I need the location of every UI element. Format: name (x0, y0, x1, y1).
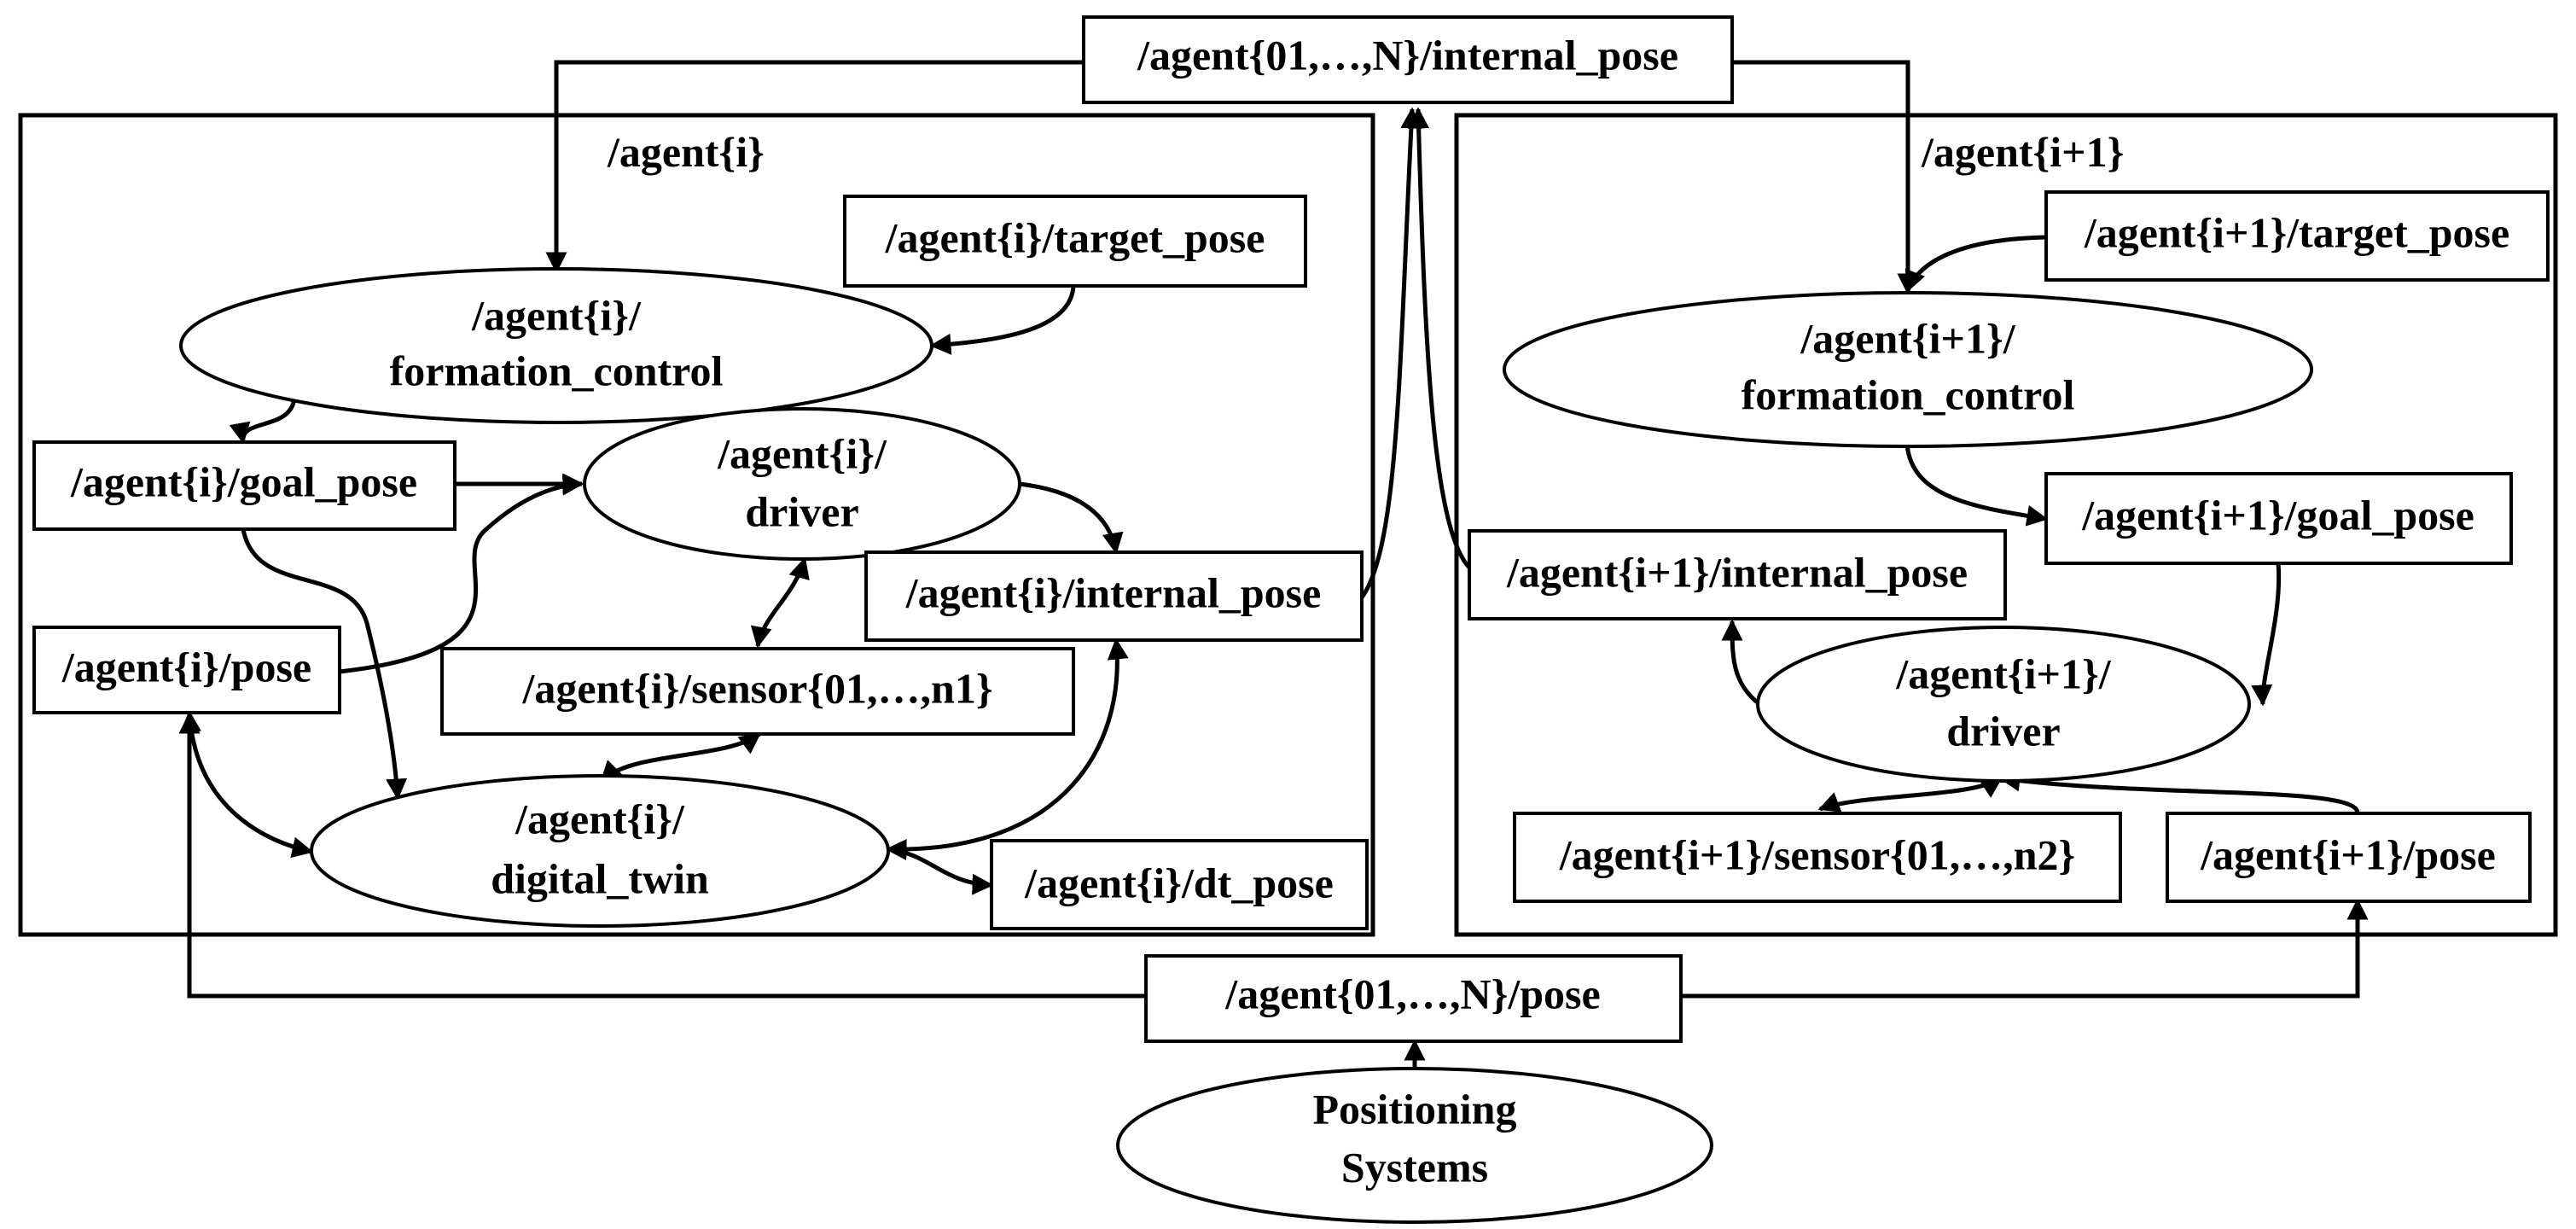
edge-fc-to-goal-i (229, 398, 297, 445)
agent-i-formation-control-line1: /agent{i}/ (471, 291, 642, 339)
edge-driver-sensor-i1 (1817, 776, 2003, 813)
agent-i1-pose-label: /agent{i+1}/pose (2200, 830, 2496, 878)
agent-i-group-label: /agent{i} (607, 128, 765, 176)
edge-sensor-dt-i (600, 731, 762, 783)
agent-i-driver-node: /agent{i}/ driver (583, 407, 1021, 561)
agent-i1-sensor-node: /agent{i+1}/sensor{01,…,n2} (1513, 812, 2122, 903)
agent-i-internal-pose-label: /agent{i}/internal_pose (905, 568, 1322, 616)
edge-target-to-fc-i1 (1904, 235, 2047, 293)
agent-i1-internal-pose-node: /agent{i+1}/internal_pose (1468, 529, 2007, 620)
agent-i-sensor-label: /agent{i}/sensor{01,…,n1} (521, 664, 992, 712)
agent-i1-goal-pose-label: /agent{i+1}/goal_pose (2081, 491, 2474, 539)
agent-i-target-pose-node: /agent{i}/target_pose (843, 195, 1307, 288)
agent-i1-sensor-label: /agent{i+1}/sensor{01,…,n2} (1559, 830, 2076, 878)
agent-i-digital-twin-line2: digital_twin (491, 854, 709, 902)
agent-i-driver-line2: driver (745, 487, 858, 535)
agent-i-target-pose-label: /agent{i}/target_pose (885, 213, 1265, 261)
agent-i1-frame (1454, 113, 2558, 937)
global-pose-node: /agent{01,…,N}/pose (1144, 954, 1683, 1043)
edge-global-pose-to-pose-i1 (1681, 898, 2369, 999)
agent-i-goal-pose-node: /agent{i}/goal_pose (32, 440, 456, 531)
edge-goal-to-dt-i (241, 528, 408, 801)
agent-i1-driver-node: /agent{i+1}/ driver (1756, 626, 2251, 783)
edges (178, 60, 2369, 1069)
agent-i1-driver-line1: /agent{i+1}/ (1895, 649, 2111, 697)
agent-i-pose-node: /agent{i}/pose (32, 626, 341, 714)
agent-i-goal-pose-label: /agent{i}/goal_pose (70, 457, 417, 505)
agent-i-formation-control-node: /agent{i}/ formation_control (179, 267, 933, 424)
positioning-systems-line1: Positioning (1313, 1085, 1517, 1133)
agent-i-frame (18, 113, 1375, 937)
positioning-systems-node: Positioning Systems (1116, 1067, 1713, 1224)
edge-driver-to-internal-i (1019, 481, 1124, 555)
agent-i-dt-pose-label: /agent{i}/dt_pose (1024, 859, 1334, 906)
global-internal-pose-label: /agent{01,…,N}/internal_pose (1137, 31, 1678, 79)
edge-global-internal-to-fc-i (545, 60, 1084, 274)
edge-global-internal-to-fc-i1 (1732, 60, 1919, 295)
edge-internal-i-to-global (1359, 107, 1422, 599)
edge-goal-to-driver-i1 (2251, 562, 2282, 707)
agent-i1-goal-pose-node: /agent{i+1}/goal_pose (2044, 472, 2513, 565)
edge-driver-sensor-i (750, 556, 810, 649)
agent-i1-target-pose-node: /agent{i+1}/target_pose (2044, 190, 2550, 282)
agent-i-dt-pose-node: /agent{i}/dt_pose (990, 839, 1369, 930)
agent-i-driver-line1: /agent{i}/ (717, 429, 887, 477)
edge-global-pose-to-pose-i (178, 712, 1146, 999)
agent-i-digital-twin-line1: /agent{i}/ (515, 795, 685, 842)
agent-i1-target-pose-label: /agent{i+1}/target_pose (2084, 208, 2509, 256)
edge-internal-i1-to-global (1408, 107, 1471, 569)
agent-i1-formation-control-node: /agent{i+1}/ formation_control (1503, 291, 2313, 448)
agent-i1-pose-node: /agent{i+1}/pose (2166, 812, 2532, 903)
edge-pose-dt-i (179, 710, 314, 859)
edge-driver-to-internal-i1 (1721, 619, 1761, 706)
edge-pose-to-driver-i (339, 474, 584, 674)
agent-i1-formation-control-line1: /agent{i+1}/ (1800, 314, 2015, 362)
agent-i1-group-label: /agent{i+1} (1921, 128, 2124, 176)
agent-i-sensor-node: /agent{i}/sensor{01,…,n1} (440, 647, 1075, 736)
global-internal-pose-node: /agent{01,…,N}/internal_pose (1082, 15, 1734, 104)
global-pose-label: /agent{01,…,N}/pose (1224, 970, 1600, 1017)
agent-i-formation-control-line2: formation_control (390, 347, 724, 394)
agent-i-pose-label: /agent{i}/pose (61, 643, 311, 690)
edge-dt-to-dtpose-i (887, 847, 994, 895)
agent-i-internal-pose-node: /agent{i}/internal_pose (864, 550, 1364, 642)
edge-dt-internal-i (885, 638, 1129, 861)
agent-i1-formation-control-line2: formation_control (1742, 370, 2075, 418)
edge-target-to-fc-i (929, 285, 1076, 355)
agent-i1-driver-line2: driver (1946, 707, 2060, 754)
positioning-systems-line2: Systems (1341, 1143, 1488, 1191)
edge-pose-to-driver-i1 (1998, 770, 2360, 813)
agent-i1-internal-pose-label: /agent{i+1}/internal_pose (1506, 548, 1968, 596)
edge-fc-to-goal-i1 (1904, 443, 2049, 527)
agent-i-digital-twin-node: /agent{i}/ digital_twin (310, 774, 890, 928)
